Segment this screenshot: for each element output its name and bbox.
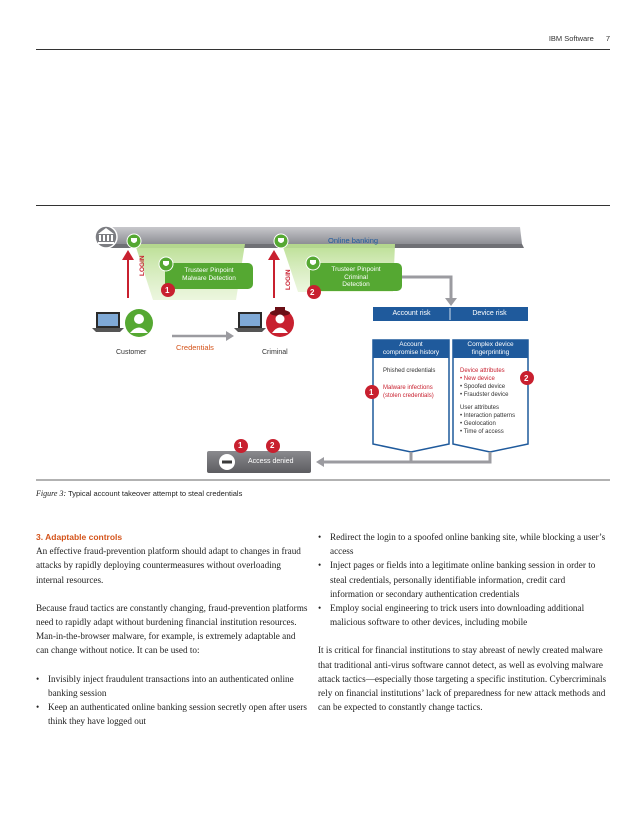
risk-header-bar xyxy=(373,307,528,321)
customer-login-arrow xyxy=(122,250,134,298)
online-banking-label: Online banking xyxy=(328,236,379,245)
access-denied-label: Access denied xyxy=(248,458,294,465)
figure-label: Figure 3: xyxy=(36,489,67,498)
list-item: Redirect the login to a spoofed online b… xyxy=(318,530,608,558)
shield-icon-1 xyxy=(126,233,142,249)
caption-text: Typical account takeover attempt to stea… xyxy=(66,489,243,498)
list-item: Employ social engineering to trick users… xyxy=(318,601,608,629)
badge-2-criminal xyxy=(307,285,321,299)
customer-person-icon xyxy=(125,309,153,337)
bullet-list: Redirect the login to a spoofed online b… xyxy=(318,530,608,629)
paragraph: An effective fraud-prevention platform s… xyxy=(36,546,301,585)
access-denied-bar xyxy=(207,451,311,473)
section-heading: 3. Adaptable controls xyxy=(36,532,123,542)
badge-1-malware-text: 1 xyxy=(165,286,170,295)
criminal-laptop-icon xyxy=(234,312,266,332)
shield-icon-2 xyxy=(273,233,289,249)
badge-2-denied xyxy=(266,439,280,453)
badge-1-malware xyxy=(161,283,175,297)
list-item: Invisibly inject fraudulent transactions… xyxy=(36,672,308,700)
malware-infections-label: Malware infections(stolen credentials) xyxy=(383,385,434,399)
account-takeover-diagram: Online banking LOGIN LOGIN Trusteer Pinp… xyxy=(36,225,610,481)
criminal-login-arrow xyxy=(268,250,280,298)
badge-2-device-text: 2 xyxy=(524,374,529,383)
credentials-label: Credentials xyxy=(176,343,214,352)
device-attributes-list: Device attributes • New device • Spoofed… xyxy=(460,368,509,398)
list-item: Keep an authenticated online banking ses… xyxy=(36,700,308,728)
diagram-graphics xyxy=(36,225,610,481)
figure-caption: Figure 3: Typical account takeover attem… xyxy=(36,489,242,498)
trusteer-malware-box xyxy=(165,263,253,289)
paragraph: Because fraud tactics are constantly cha… xyxy=(36,602,308,656)
detection-to-risk-arrow xyxy=(402,275,453,300)
page-header: IBM Software 7 xyxy=(549,34,610,43)
login-label-criminal: LOGIN xyxy=(285,269,292,290)
account-risk-label: Account risk xyxy=(392,310,431,317)
list-item: Inject pages or fields into a legitimate… xyxy=(318,558,608,601)
login-label-customer: LOGIN xyxy=(139,255,146,276)
badge-1-account xyxy=(365,385,379,399)
trusteer-criminal-box xyxy=(310,263,402,291)
customer-laptop-icon xyxy=(92,312,124,332)
credentials-arrow xyxy=(172,331,234,341)
badge-1-account-text: 1 xyxy=(369,388,374,397)
device-risk-label: Device risk xyxy=(472,310,507,317)
header-rule xyxy=(36,49,610,50)
right-column: Redirect the login to a spoofed online b… xyxy=(318,530,608,728)
bullet-list: Invisibly inject fraudulent transactions… xyxy=(36,672,308,729)
page-number: 7 xyxy=(605,34,610,43)
left-column: 3. Adaptable controls An effective fraud… xyxy=(36,530,308,742)
bank-icon xyxy=(94,225,118,249)
badge-1-denied-text: 1 xyxy=(238,441,243,450)
brand-label: IBM Software xyxy=(548,34,594,43)
figure-top-rule xyxy=(36,205,610,206)
shield-icon-3 xyxy=(158,256,174,272)
criminal-person-icon xyxy=(266,307,294,337)
customer-label: Customer xyxy=(116,349,147,356)
online-banking-bar xyxy=(100,227,522,244)
badge-2-device xyxy=(520,371,534,385)
shield-icon-4 xyxy=(305,255,321,271)
badge-2-denied-text: 2 xyxy=(270,441,275,450)
phished-credentials-label: Phished credentials xyxy=(383,368,436,374)
badge-2-criminal-text: 2 xyxy=(310,288,315,297)
paragraph: It is critical for financial institution… xyxy=(318,645,607,713)
badge-1-denied xyxy=(234,439,248,453)
criminal-label: Criminal xyxy=(262,349,288,356)
user-attributes-list: User attributes • Interaction patterns •… xyxy=(460,405,516,435)
